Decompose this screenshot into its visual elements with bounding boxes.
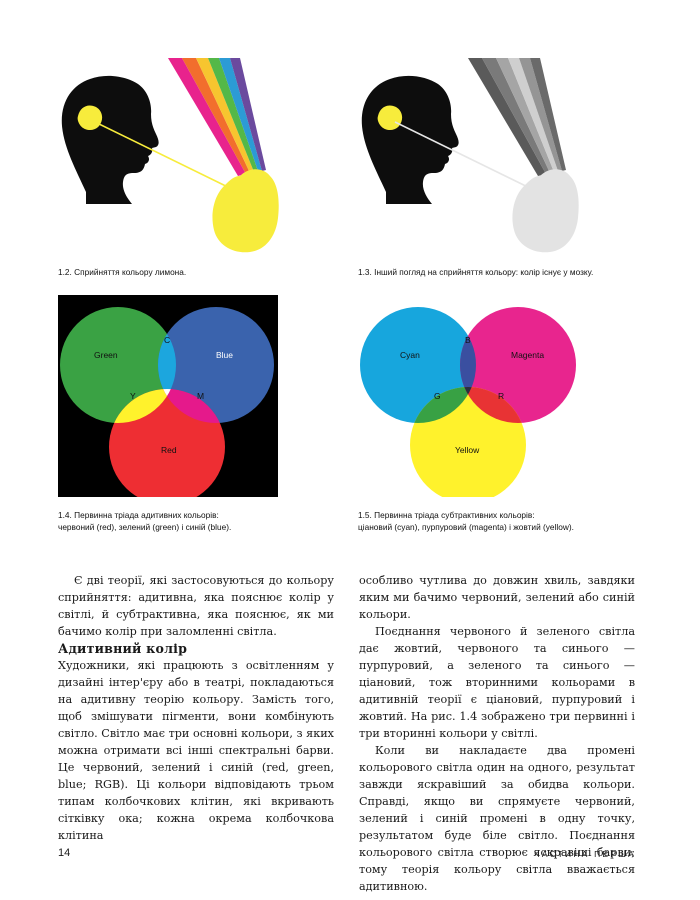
figure-color-in-brain	[361, 58, 579, 253]
brain-lemon	[77, 105, 103, 131]
right-column: особливо чутлива до довжин хвиль, завдяк…	[359, 572, 635, 895]
caption-fig-1-5-line1: 1.5. Первинна тріада субтрактивних кольо…	[358, 510, 535, 520]
head-silhouette	[361, 75, 459, 204]
rainbow-beam	[168, 58, 266, 176]
sight-line	[94, 121, 239, 193]
section-heading-additive: Адитивний колір	[58, 641, 188, 656]
paragraph-additive: Художники, які працюють з освітленням у …	[58, 659, 334, 842]
magenta-overlap	[158, 389, 225, 423]
label-y: Y	[130, 391, 136, 401]
label-m: M	[197, 391, 204, 401]
red-overlap	[460, 387, 526, 423]
caption-fig-1-4-line1: 1.4. Первинна тріада адитивних кольорів:	[58, 510, 219, 520]
paragraph-continued: особливо чутлива до довжин хвиль, завдяк…	[359, 574, 635, 621]
brain-lemon	[377, 105, 403, 131]
label-g: G	[434, 391, 441, 401]
label-green: Green	[94, 350, 118, 360]
running-title: ЧАСТИНА ПЕРША	[534, 849, 636, 859]
paragraph-intro: Є дві теорії, які застосовуються до коль…	[58, 574, 334, 638]
green-overlap	[410, 387, 476, 423]
head-silhouette	[61, 75, 159, 204]
label-cyan: Cyan	[400, 350, 420, 360]
left-column: Є дві теорії, які застосовуються до коль…	[58, 572, 334, 844]
label-red: Red	[161, 445, 177, 455]
caption-fig-1-3: 1.3. Інший погляд на сприйняття кольору:…	[358, 267, 594, 277]
caption-fig-1-2: 1.2. Сприйняття кольору лимона.	[58, 267, 187, 277]
caption-fig-1-5: 1.5. Первинна тріада субтрактивних кольо…	[358, 509, 574, 533]
gray-beam	[468, 58, 566, 176]
paragraph-white-light: Коли ви накладаєте два промені кольорово…	[359, 744, 635, 893]
caption-fig-1-4: 1.4. Первинна тріада адитивних кольорів:…	[58, 509, 231, 533]
figure-subtractive-triad: Cyan Magenta B G R Yellow	[360, 307, 576, 497]
caption-fig-1-4-line2: червоний (red), зелений (green) і синій …	[58, 522, 232, 532]
label-c: C	[164, 335, 170, 345]
page-number: 14	[58, 847, 71, 859]
gray-lemon	[512, 169, 579, 253]
figure-lemon-perception	[61, 58, 279, 253]
label-yellow: Yellow	[455, 445, 480, 455]
label-blue: Blue	[216, 350, 233, 360]
caption-fig-1-5-line2: ціановий (cyan), пурпуровий (magenta) і …	[358, 522, 574, 532]
label-r: R	[498, 391, 504, 401]
figure-additive-triad: Green Blue C Y M Red	[58, 295, 278, 497]
lemon	[212, 169, 279, 253]
yellow-overlap	[109, 389, 176, 423]
paragraph-secondary-colors: Поєднання червоного й зеленого світла да…	[359, 625, 635, 740]
label-magenta: Magenta	[511, 350, 544, 360]
label-b: B	[465, 335, 471, 345]
sight-line	[394, 121, 539, 193]
